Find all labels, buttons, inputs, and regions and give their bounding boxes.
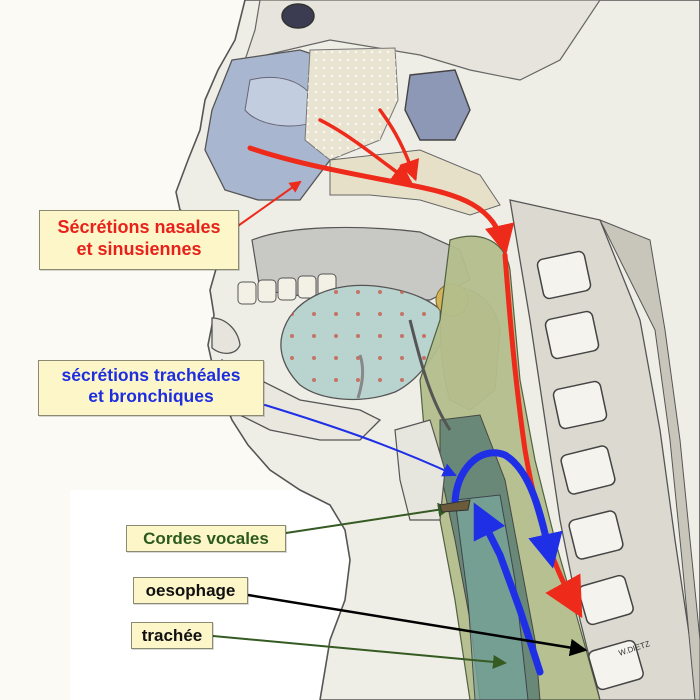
label-tracheal-line2: et bronchiques bbox=[88, 386, 214, 406]
spinal-canal bbox=[598, 219, 700, 700]
label-nasal-secretions: Sécrétions nasales et sinusiennes bbox=[39, 210, 239, 270]
label-trachea-text: trachée bbox=[141, 626, 203, 645]
blue-pointer-tracheal bbox=[264, 404, 457, 477]
green-pointer-cordes bbox=[285, 502, 452, 534]
label-tracheal-secretions: sécrétions trachéales et bronchiques bbox=[38, 360, 264, 416]
frontal-sinus bbox=[281, 3, 315, 29]
label-nasal-line1: Sécrétions nasales bbox=[57, 217, 221, 237]
label-vocal-cords-text: Cordes vocales bbox=[143, 529, 269, 548]
label-trachea: trachée bbox=[131, 622, 213, 649]
red-arrow-nasal-main bbox=[247, 145, 515, 255]
label-tracheal-line1: sécrétions trachéales bbox=[61, 365, 241, 385]
skull-bone bbox=[244, 0, 601, 81]
label-nasal-line2: et sinusiennes bbox=[76, 238, 202, 259]
green-pointer-trachee bbox=[212, 635, 507, 669]
label-oesophagus: oesophage bbox=[133, 577, 248, 604]
blue-arrow-loop bbox=[451, 449, 563, 569]
lips bbox=[211, 317, 241, 354]
tongue-papillae bbox=[280, 285, 450, 400]
label-vocal-cords: Cordes vocales bbox=[126, 525, 286, 552]
red-pointer-nasal bbox=[234, 180, 302, 229]
red-arrow-sinus-2 bbox=[378, 108, 420, 182]
trachea-tube bbox=[454, 494, 529, 700]
frenulum bbox=[356, 354, 365, 399]
red-flow-arrows bbox=[234, 108, 583, 619]
black-pointer-oesophage bbox=[247, 593, 588, 657]
upper-teeth bbox=[237, 273, 337, 305]
thyroid-cartilage bbox=[394, 419, 446, 521]
vertebrae bbox=[536, 250, 644, 691]
epiglottis bbox=[408, 319, 452, 431]
green-pointers bbox=[212, 502, 507, 669]
ethmoid-texture bbox=[305, 48, 398, 160]
vocal-cord-shape bbox=[439, 499, 471, 513]
sphenoid-sinus bbox=[404, 69, 471, 141]
label-oesophagus-text: oesophage bbox=[145, 581, 236, 600]
